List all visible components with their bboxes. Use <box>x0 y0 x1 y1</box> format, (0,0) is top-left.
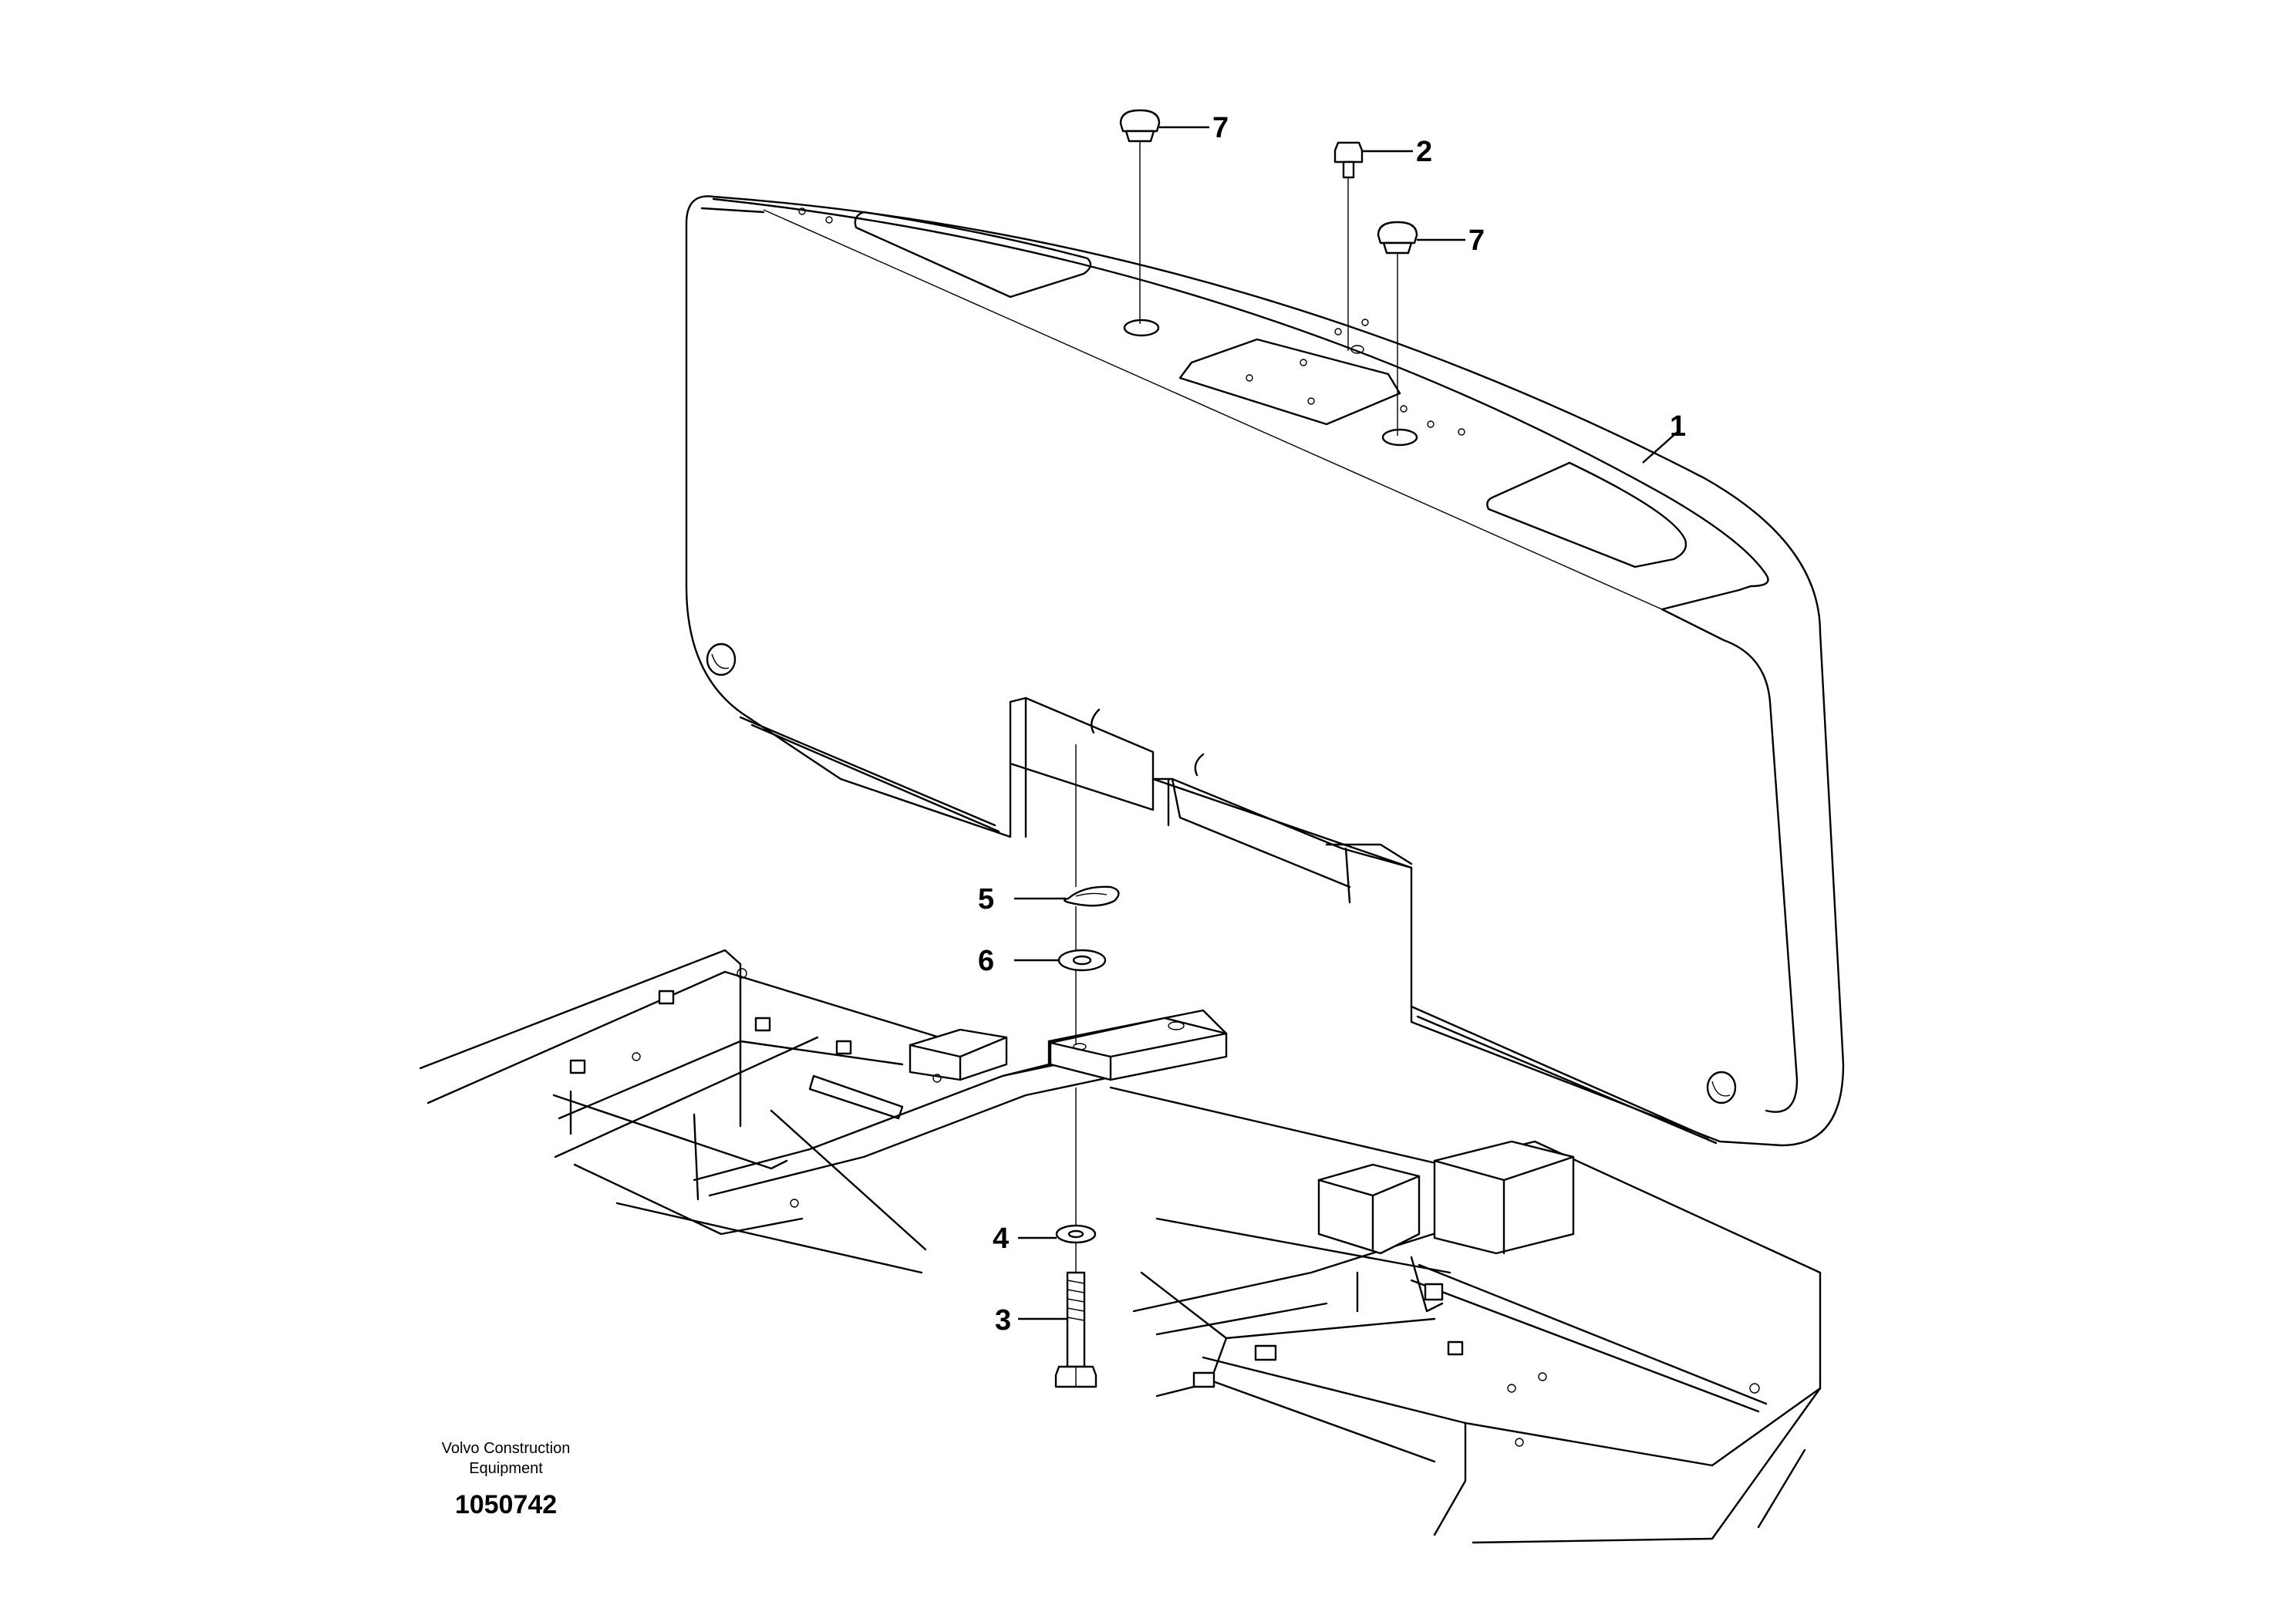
callout-7b: 7 <box>1468 224 1485 257</box>
callout-3: 3 <box>995 1304 1011 1337</box>
callout-5: 5 <box>978 883 994 916</box>
counterweight <box>685 195 1845 1147</box>
clip-5 <box>1064 885 1120 907</box>
callout-6: 6 <box>978 945 994 977</box>
assembly-axis-lines <box>1075 141 1398 1273</box>
washer-4 <box>1055 1224 1097 1244</box>
cap-plug-7b <box>1377 221 1418 255</box>
brand-name-line2: Equipment <box>469 1460 543 1477</box>
chassis-frame <box>419 949 1822 1544</box>
callout-1: 1 <box>1670 410 1686 443</box>
callout-2: 2 <box>1416 136 1432 168</box>
cap-plug-7a <box>1119 109 1161 143</box>
bolt-3 <box>1054 1271 1097 1388</box>
leader-lines <box>1014 126 1678 1320</box>
callout-4: 4 <box>993 1222 1009 1255</box>
screw-2 <box>1333 141 1364 179</box>
brand-name-line1: Volvo Construction <box>442 1440 571 1457</box>
document-number: 1050742 <box>455 1490 557 1519</box>
callout-7a: 7 <box>1212 112 1229 144</box>
washer-6 <box>1057 949 1107 972</box>
